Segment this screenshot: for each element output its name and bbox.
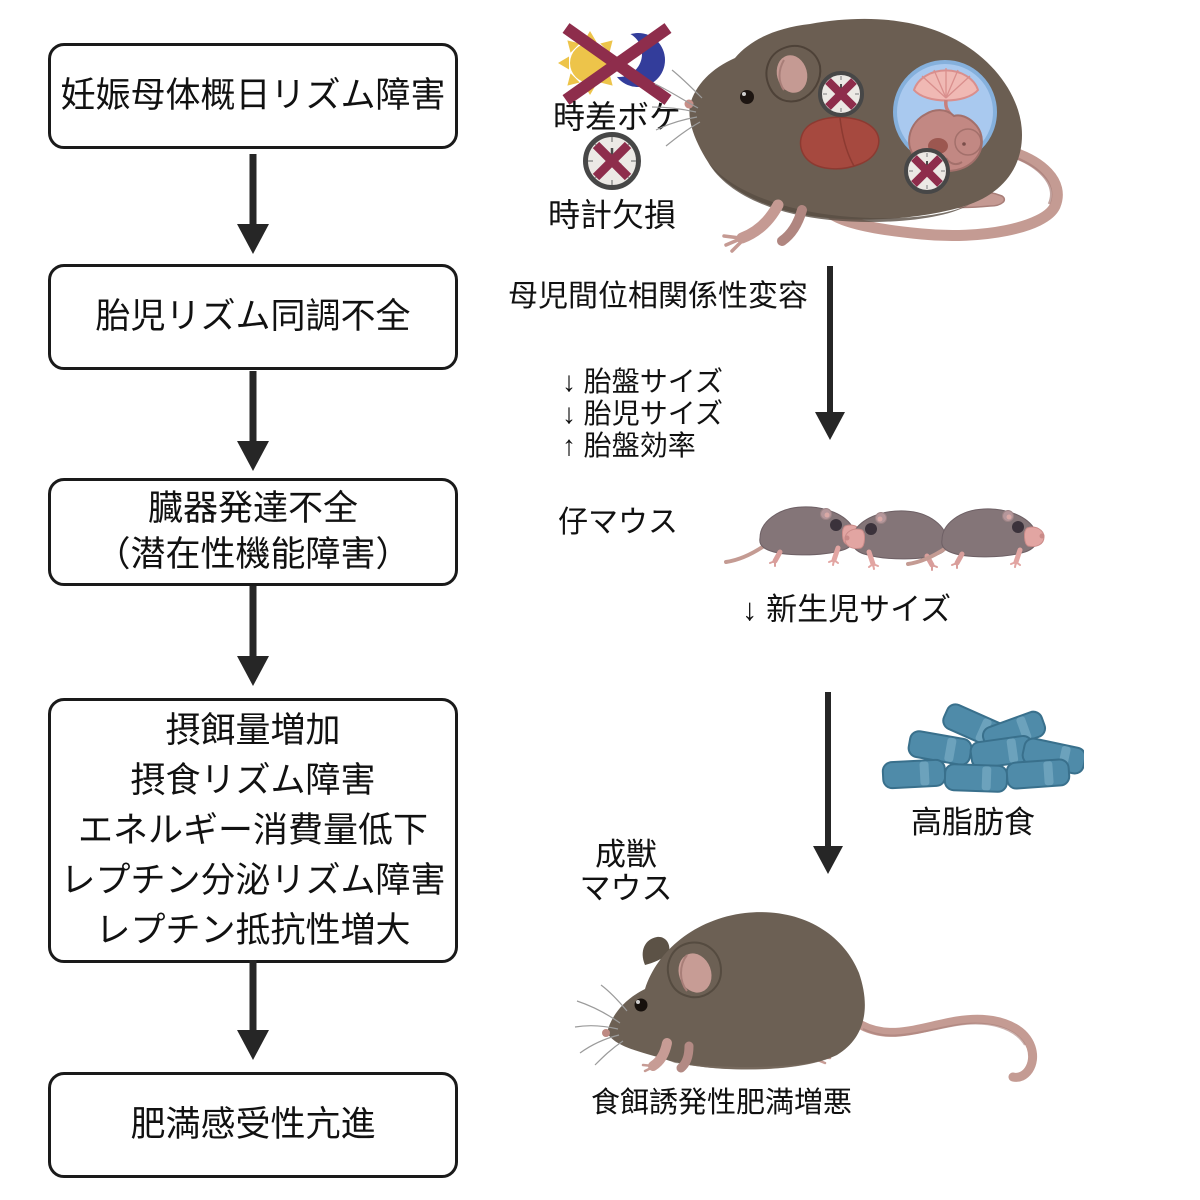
flow-box-fetal-rhythm-desynchrony: 胎児リズム同調不全 bbox=[48, 264, 458, 370]
adult-mouse-label-line: マウス bbox=[579, 871, 673, 906]
list-item: ↑ 胎盤効率 bbox=[562, 430, 696, 461]
mouse-ear bbox=[642, 936, 670, 965]
mouse-pup bbox=[724, 507, 863, 566]
phase-relation-label: 母児間位相関係性変容 bbox=[508, 280, 808, 313]
flow-box-text: 肥満感受性亢進 bbox=[130, 1105, 376, 1144]
pregnant-mouse-illustration bbox=[651, 18, 1063, 253]
adult-obese-mouse-illustration bbox=[574, 912, 1037, 1082]
flow-box-text: 摂餌量増加 bbox=[165, 710, 341, 750]
adult-mouse-label-line: 成獣 bbox=[595, 837, 657, 872]
adult-mouse-label: 成獣 マウス bbox=[568, 838, 684, 906]
flow-box-maternal-circadian-disorder: 妊娠母体概日リズム障害 bbox=[48, 43, 458, 149]
placenta-effects-list: ↓ 胎盤サイズ ↓ 胎児サイズ ↑ 胎盤効率 bbox=[562, 366, 723, 462]
mouse-tail bbox=[826, 144, 1063, 242]
clock-crossed-icon bbox=[583, 132, 641, 190]
flow-box-text: 摂食リズム障害 bbox=[130, 760, 376, 800]
mouse-whiskers bbox=[574, 984, 628, 1066]
clock-loss-label: 時計欠損 bbox=[547, 197, 676, 233]
down-arrow-icon bbox=[237, 371, 269, 471]
down-arrow-icon bbox=[813, 692, 843, 874]
sun-moon-crossed-icon bbox=[558, 23, 672, 105]
down-arrow-icon bbox=[237, 960, 269, 1060]
flow-box-text: （潜在性機能障害） bbox=[95, 535, 411, 574]
mouse-body bbox=[607, 912, 865, 1070]
flow-box-text: レプチン分泌リズム障害 bbox=[60, 860, 446, 900]
cross-mark-icon bbox=[592, 141, 632, 181]
flow-box-text: エネルギー消費量低下 bbox=[77, 810, 428, 850]
flow-box-obesity-susceptibility: 肥満感受性亢進 bbox=[48, 1072, 458, 1178]
flow-box-text: レプチン抵抗性増大 bbox=[95, 910, 411, 950]
down-arrow-icon bbox=[237, 586, 269, 686]
mouse-eye bbox=[740, 90, 754, 104]
mouse-nose bbox=[602, 1029, 610, 1037]
food-pellets-illustration bbox=[881, 702, 1084, 794]
list-item: ↓ 胎児サイズ bbox=[562, 398, 723, 429]
flow-box-text: 妊娠母体概日リズム障害 bbox=[60, 76, 446, 115]
mouse-tail bbox=[856, 1014, 1037, 1082]
down-arrow-icon bbox=[237, 154, 269, 254]
high-fat-diet-label: 高脂肪食 bbox=[911, 805, 1035, 840]
flow-box-organ-underdevelopment: 臓器発達不全 （潜在性機能障害） bbox=[48, 478, 458, 586]
mouse-front-leg bbox=[736, 199, 784, 244]
outcome-label: 食餌誘発性肥満増悪 bbox=[591, 1087, 853, 1119]
down-arrow-icon bbox=[815, 266, 845, 440]
mouse-pups-illustration bbox=[724, 492, 1048, 570]
flow-box-text: 胎児リズム同調不全 bbox=[95, 297, 411, 336]
mouse-front-leg bbox=[648, 1038, 672, 1071]
mouse-pup bbox=[845, 511, 948, 570]
flow-box-text: 臓器発達不全 bbox=[147, 489, 358, 528]
fetus-in-sac-illustration bbox=[893, 60, 997, 172]
clock-crossed-icon bbox=[906, 150, 948, 192]
pups-label: 仔マウス bbox=[558, 506, 678, 539]
mouse-whiskers bbox=[651, 69, 703, 147]
liver-illustration bbox=[799, 116, 880, 170]
newborn-size-label: ↓ 新生児サイズ bbox=[742, 592, 952, 627]
clock-crossed-icon bbox=[820, 73, 862, 115]
flow-box-metabolic-alterations: 摂餌量増加 摂食リズム障害 エネルギー消費量低下 レプチン分泌リズム障害 レプチ… bbox=[48, 698, 458, 963]
mouse-eye bbox=[634, 998, 648, 1012]
cross-mark-icon bbox=[562, 23, 672, 105]
list-item: ↓ 胎盤サイズ bbox=[562, 366, 723, 397]
